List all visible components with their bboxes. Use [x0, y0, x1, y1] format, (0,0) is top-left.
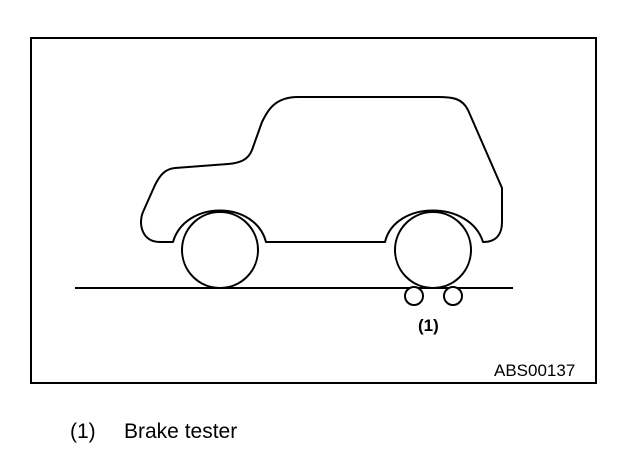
- rear-wheel: [394, 211, 472, 289]
- figure-code: ABS00137: [494, 361, 576, 380]
- brake-tester-roller: [404, 286, 424, 306]
- brake-tester-roller: [443, 286, 463, 306]
- car-body: [140, 96, 503, 243]
- figure-frame: [30, 37, 597, 384]
- legend: (1) Brake tester: [70, 420, 237, 444]
- callout-label: (1): [418, 316, 439, 335]
- legend-number: (1): [70, 420, 96, 443]
- front-wheel: [181, 211, 259, 289]
- legend-label: Brake tester: [124, 420, 238, 443]
